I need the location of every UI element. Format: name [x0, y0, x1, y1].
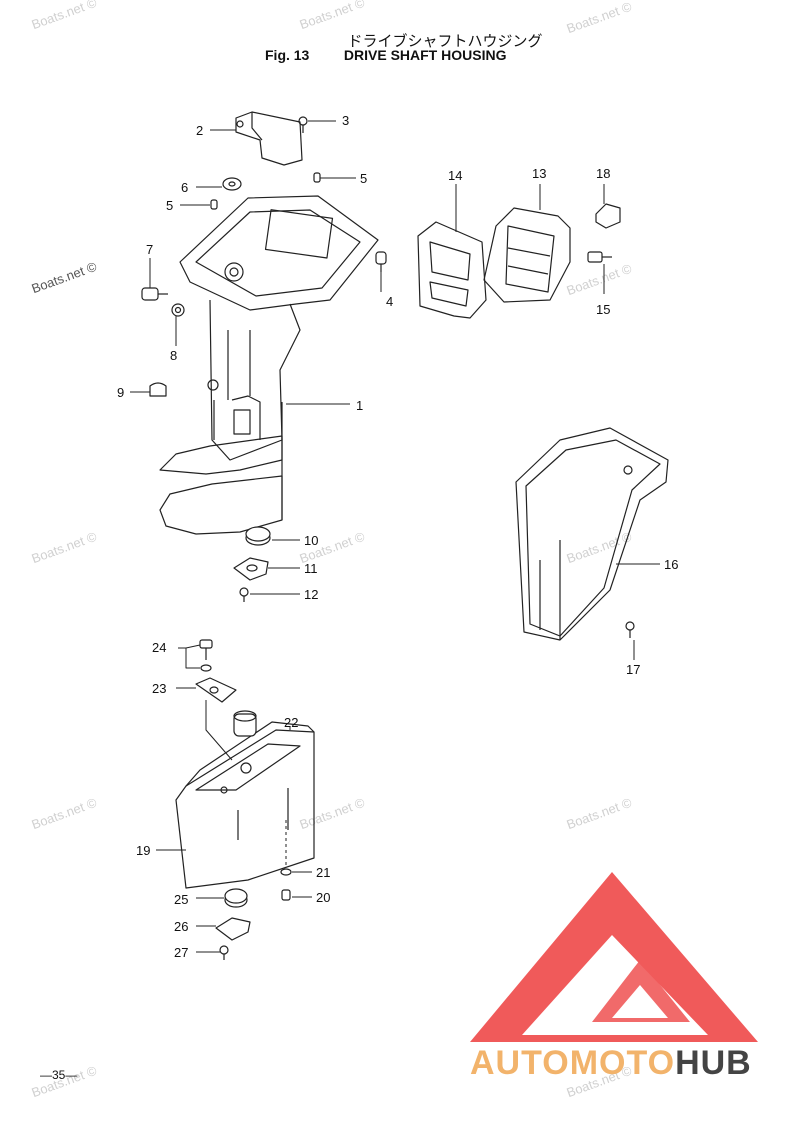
part-7-fitting: [141, 287, 168, 301]
label-part: 19: [136, 843, 151, 858]
part-25-grommet: [224, 888, 248, 908]
label-part: 15: [596, 302, 611, 317]
brand-part-1: AUTOMOTO: [470, 1044, 676, 1082]
label-part: 10: [304, 533, 319, 548]
brand-wordmark: AUTOMOTOHUB: [470, 1044, 752, 1083]
part-6-grommet: [222, 177, 242, 191]
part-9-plug: [149, 382, 167, 397]
part-18-nut: [595, 203, 621, 229]
label-part: 14: [448, 168, 463, 183]
part-16-apron: [515, 427, 669, 641]
brand-part-2: HUB: [675, 1044, 752, 1082]
part-22-grommet: [233, 710, 257, 737]
leader-lines: [130, 120, 660, 953]
figure-name: DRIVE SHAFT HOUSING: [343, 47, 507, 63]
label-part: 24: [152, 640, 167, 655]
part-15-fitting: [587, 251, 612, 263]
label-part: 26: [174, 919, 189, 934]
part-21-washer: [280, 868, 292, 876]
label-part: 20: [316, 890, 331, 905]
label-part: 23: [152, 681, 167, 696]
label-part: 18: [596, 166, 611, 181]
part-26-plate: [215, 917, 251, 941]
label-part: 12: [304, 587, 319, 602]
part-19-extension: [175, 721, 315, 889]
label-part: 27: [174, 945, 189, 960]
label-part: 2: [196, 123, 204, 138]
label-part: 4: [386, 294, 394, 309]
label-part: 25: [174, 892, 189, 907]
part-12-bolt: [239, 587, 249, 602]
part-2-bracket: [235, 111, 303, 166]
label-part: 8: [170, 348, 178, 363]
part-1-drive-shaft-housing: [159, 195, 379, 535]
part-8-washer: [171, 303, 185, 317]
label-part: 13: [532, 166, 547, 181]
part-14-gasket: [417, 221, 487, 319]
part-5-pin: [313, 172, 321, 183]
label-part: 11: [304, 561, 318, 576]
part-13-cover: [483, 207, 571, 303]
label-part: 9: [117, 385, 125, 400]
part-20-bolt: [281, 889, 291, 901]
label-part: 1: [356, 398, 364, 413]
part-24-bolt: [199, 639, 213, 672]
part-5-pin: [210, 199, 218, 210]
part-23-gasket: [195, 677, 237, 703]
label-part: 5: [360, 171, 368, 186]
part-27-bolt: [219, 945, 229, 960]
label-part: 21: [316, 865, 331, 880]
part-4-nipple: [375, 251, 387, 272]
automotohub-logo: [470, 872, 758, 1042]
part-17-screw: [625, 621, 635, 638]
label-part: 16: [664, 557, 679, 572]
label-part: 17: [626, 662, 641, 677]
label-part: 3: [342, 113, 350, 128]
label-part: 5: [166, 198, 174, 213]
figure-title: Fig. 13 DRIVE SHAFT HOUSING: [265, 47, 506, 63]
title-japanese: ドライブシャフトハウジング: [347, 32, 543, 50]
page-number: —35—: [40, 1068, 78, 1082]
label-part: 7: [146, 242, 154, 257]
part-10-grommet: [245, 526, 271, 546]
figure-number: Fig. 13: [265, 47, 310, 63]
part-11-plate: [233, 557, 269, 581]
label-part: 22: [284, 715, 299, 730]
part-3-screw: [298, 116, 308, 133]
label-part: 6: [181, 180, 189, 195]
